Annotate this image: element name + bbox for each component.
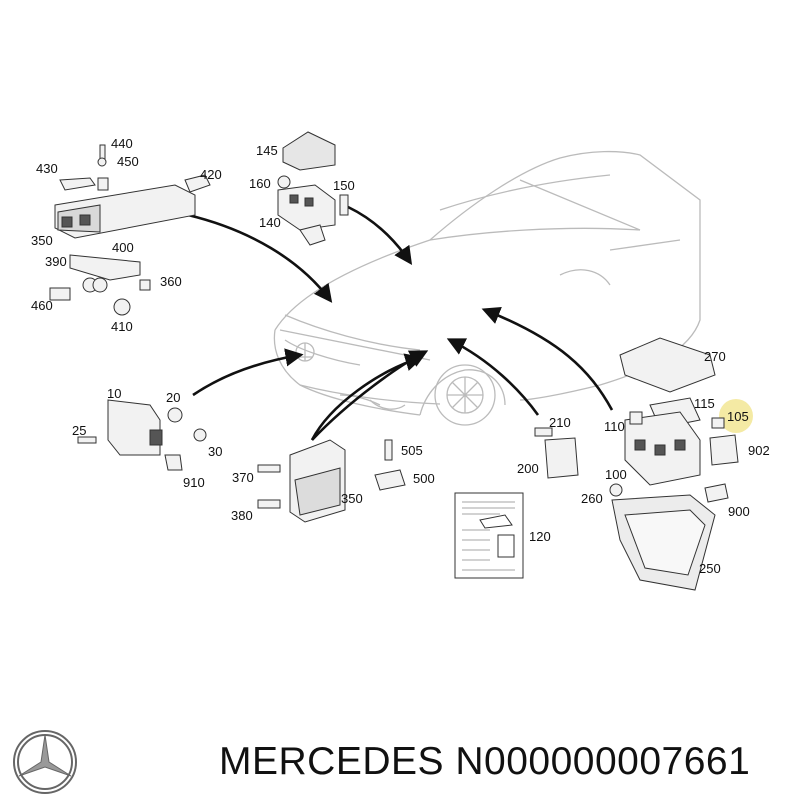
callout-25: 25 (72, 423, 87, 438)
part-ecu-top-center (277, 131, 349, 246)
callout-140: 140 (259, 215, 281, 230)
callout-270: 270 (704, 349, 726, 364)
callout-10: 10 (107, 386, 122, 401)
part-relay-bottom-center (534, 427, 579, 479)
callout-900: 900 (728, 504, 750, 519)
car-outline (273, 150, 701, 426)
highlight-marker (719, 399, 753, 433)
callout-390: 390 (45, 254, 67, 269)
callout-370: 370 (232, 470, 254, 485)
callout-20: 20 (166, 390, 181, 405)
callout-440: 440 (111, 136, 133, 151)
callout-110: 110 (604, 419, 625, 434)
callout-350-module: 350 (341, 491, 363, 506)
part-number-caption: MERCEDES N000000007661 (219, 740, 751, 783)
mercedes-star-logo (13, 730, 77, 794)
callout-500: 500 (413, 471, 435, 486)
callout-100: 100 (605, 467, 627, 482)
part-fusebox-right (609, 337, 739, 591)
callout-105-highlighted: 105 (727, 409, 749, 424)
part-module-left-middle (77, 399, 207, 471)
callout-460: 460 (31, 298, 53, 313)
callout-450: 450 (117, 154, 139, 169)
callout-200: 200 (517, 461, 539, 476)
callout-505: 505 (401, 443, 423, 458)
part-manual-sheet (454, 492, 524, 579)
leader-arrows (187, 205, 614, 441)
part-ecu-bottom-center (257, 439, 406, 523)
callout-115: 115 (694, 396, 715, 411)
callout-150: 150 (333, 178, 355, 193)
callout-910: 910 (183, 475, 205, 490)
callout-350-ecu: 350 (31, 233, 53, 248)
callout-30: 30 (208, 444, 223, 459)
callout-420: 420 (200, 167, 222, 182)
callout-120: 120 (529, 529, 551, 544)
callout-400: 400 (112, 240, 134, 255)
callout-160: 160 (249, 176, 271, 191)
callout-210: 210 (549, 415, 571, 430)
callout-380: 380 (231, 508, 253, 523)
callout-250: 250 (699, 561, 721, 576)
callout-430: 430 (36, 161, 58, 176)
callout-902: 902 (748, 443, 770, 458)
callout-360: 360 (160, 274, 182, 289)
callout-410: 410 (111, 319, 133, 334)
callout-145: 145 (256, 143, 278, 158)
part-ecu-top-left (49, 144, 211, 316)
callout-260: 260 (581, 491, 603, 506)
